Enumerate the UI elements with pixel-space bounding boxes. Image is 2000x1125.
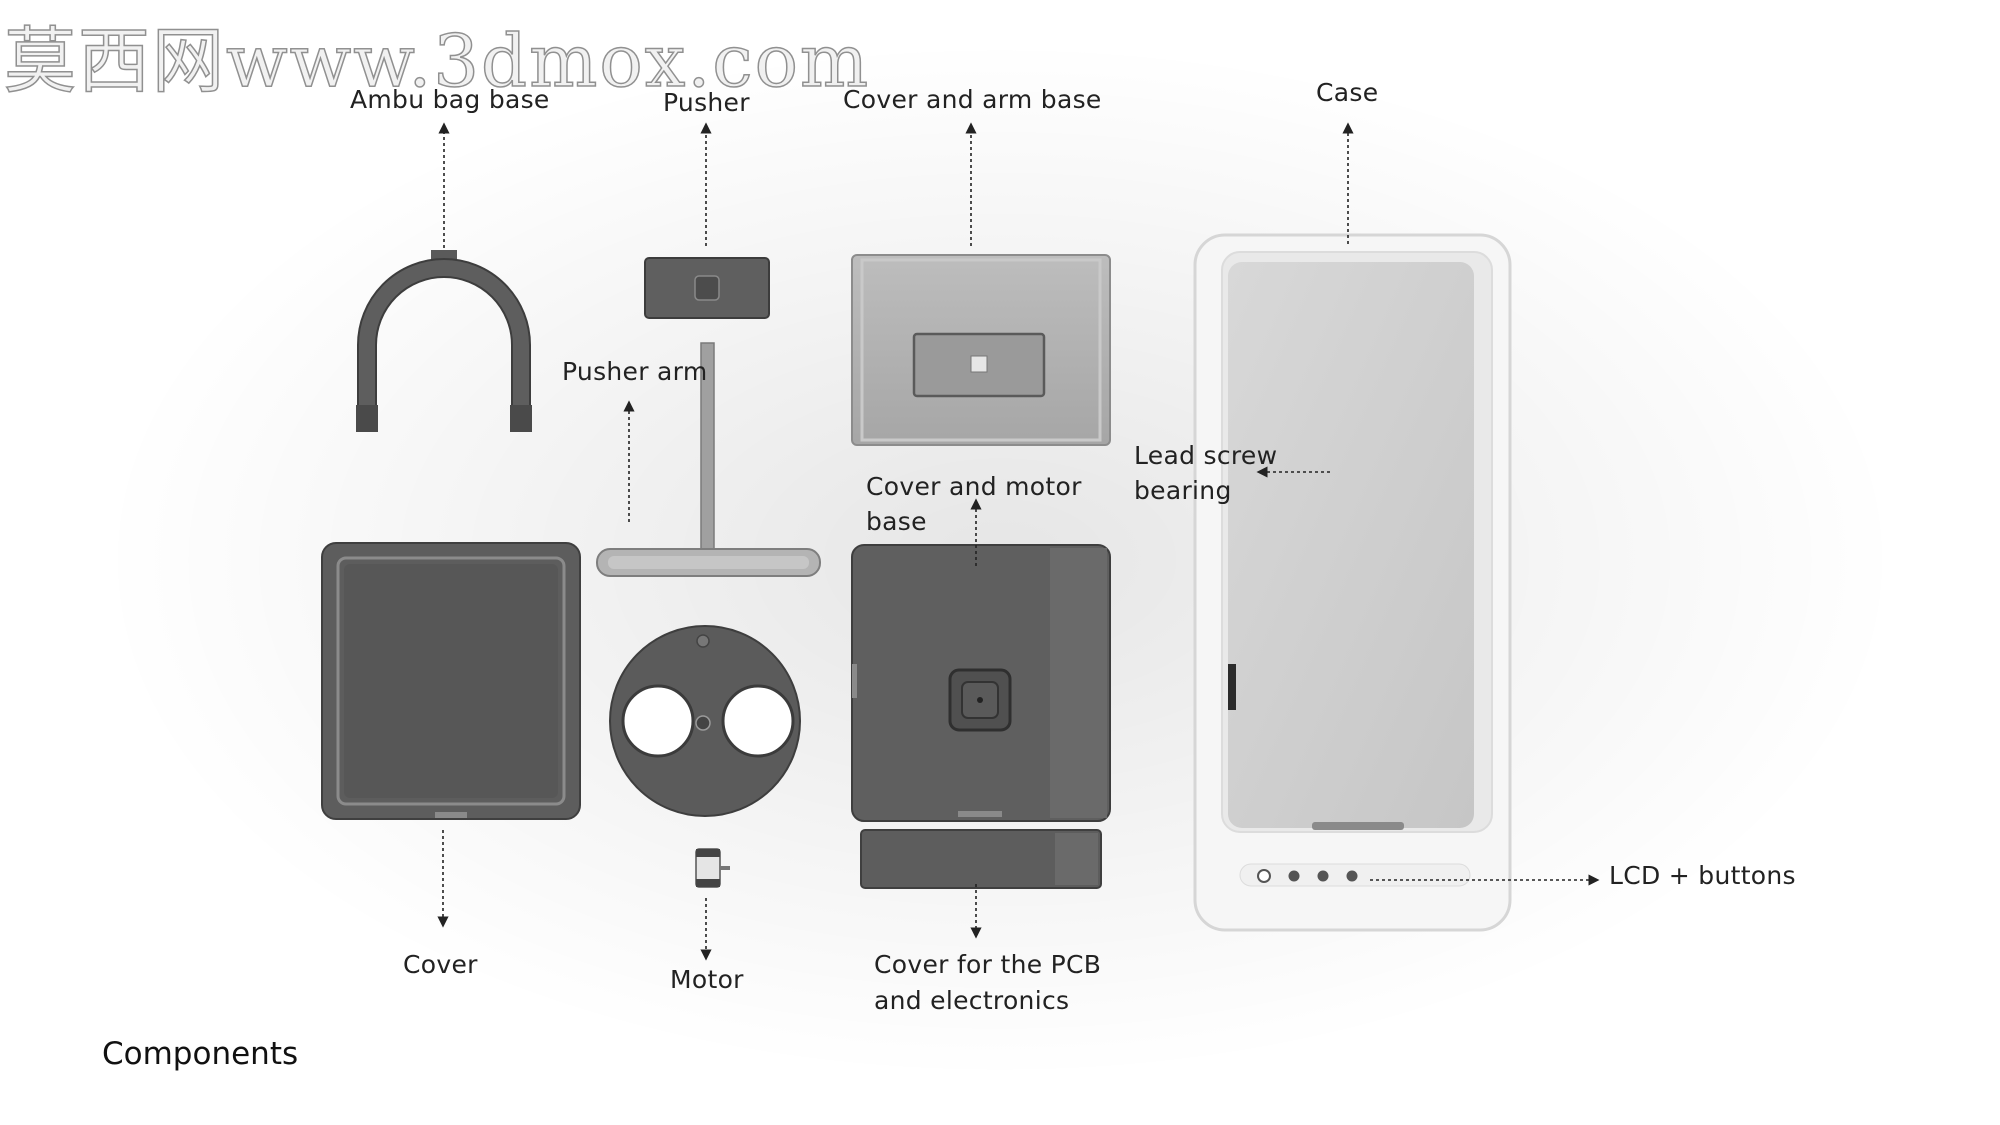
circular-plate-part: [609, 625, 801, 817]
leader-arrows: [437, 122, 1600, 961]
label-pusher-arm: Pusher arm: [562, 357, 708, 386]
label-cover: Cover: [403, 950, 478, 979]
motor-part: [695, 848, 730, 888]
label-cover-and-motor-line1: Cover and motor: [866, 472, 1082, 501]
label-lead-screw-line2: bearing: [1134, 476, 1232, 505]
watermark: 莫西网www.3dmox.com: [3, 18, 871, 104]
label-cover-and-motor-line2: base: [866, 507, 927, 536]
label-lcd-buttons: LCD + buttons: [1609, 861, 1796, 890]
case-part: [1193, 233, 1512, 932]
label-pcb-line2: and electronics: [874, 986, 1070, 1015]
caption-components: Components: [102, 1036, 299, 1072]
cover-and-motor-base-part: [851, 544, 1111, 822]
cover-part: [321, 542, 581, 820]
cover-and-arm-base-part: [851, 254, 1111, 446]
pusher-arm-part: [596, 342, 821, 577]
label-case: Case: [1316, 78, 1379, 107]
label-pusher: Pusher: [663, 88, 750, 117]
label-pcb-line1: Cover for the PCB: [874, 950, 1102, 979]
label-cover-and-arm-base: Cover and arm base: [843, 85, 1102, 114]
pcb-cover-part: [860, 829, 1102, 889]
label-motor: Motor: [670, 965, 744, 994]
label-ambu-bag-base: Ambu bag base: [350, 85, 550, 114]
label-lead-screw-line1: Lead screw: [1134, 441, 1278, 470]
pusher-part: [644, 257, 770, 319]
ambu-bag-base-part: [356, 250, 532, 432]
